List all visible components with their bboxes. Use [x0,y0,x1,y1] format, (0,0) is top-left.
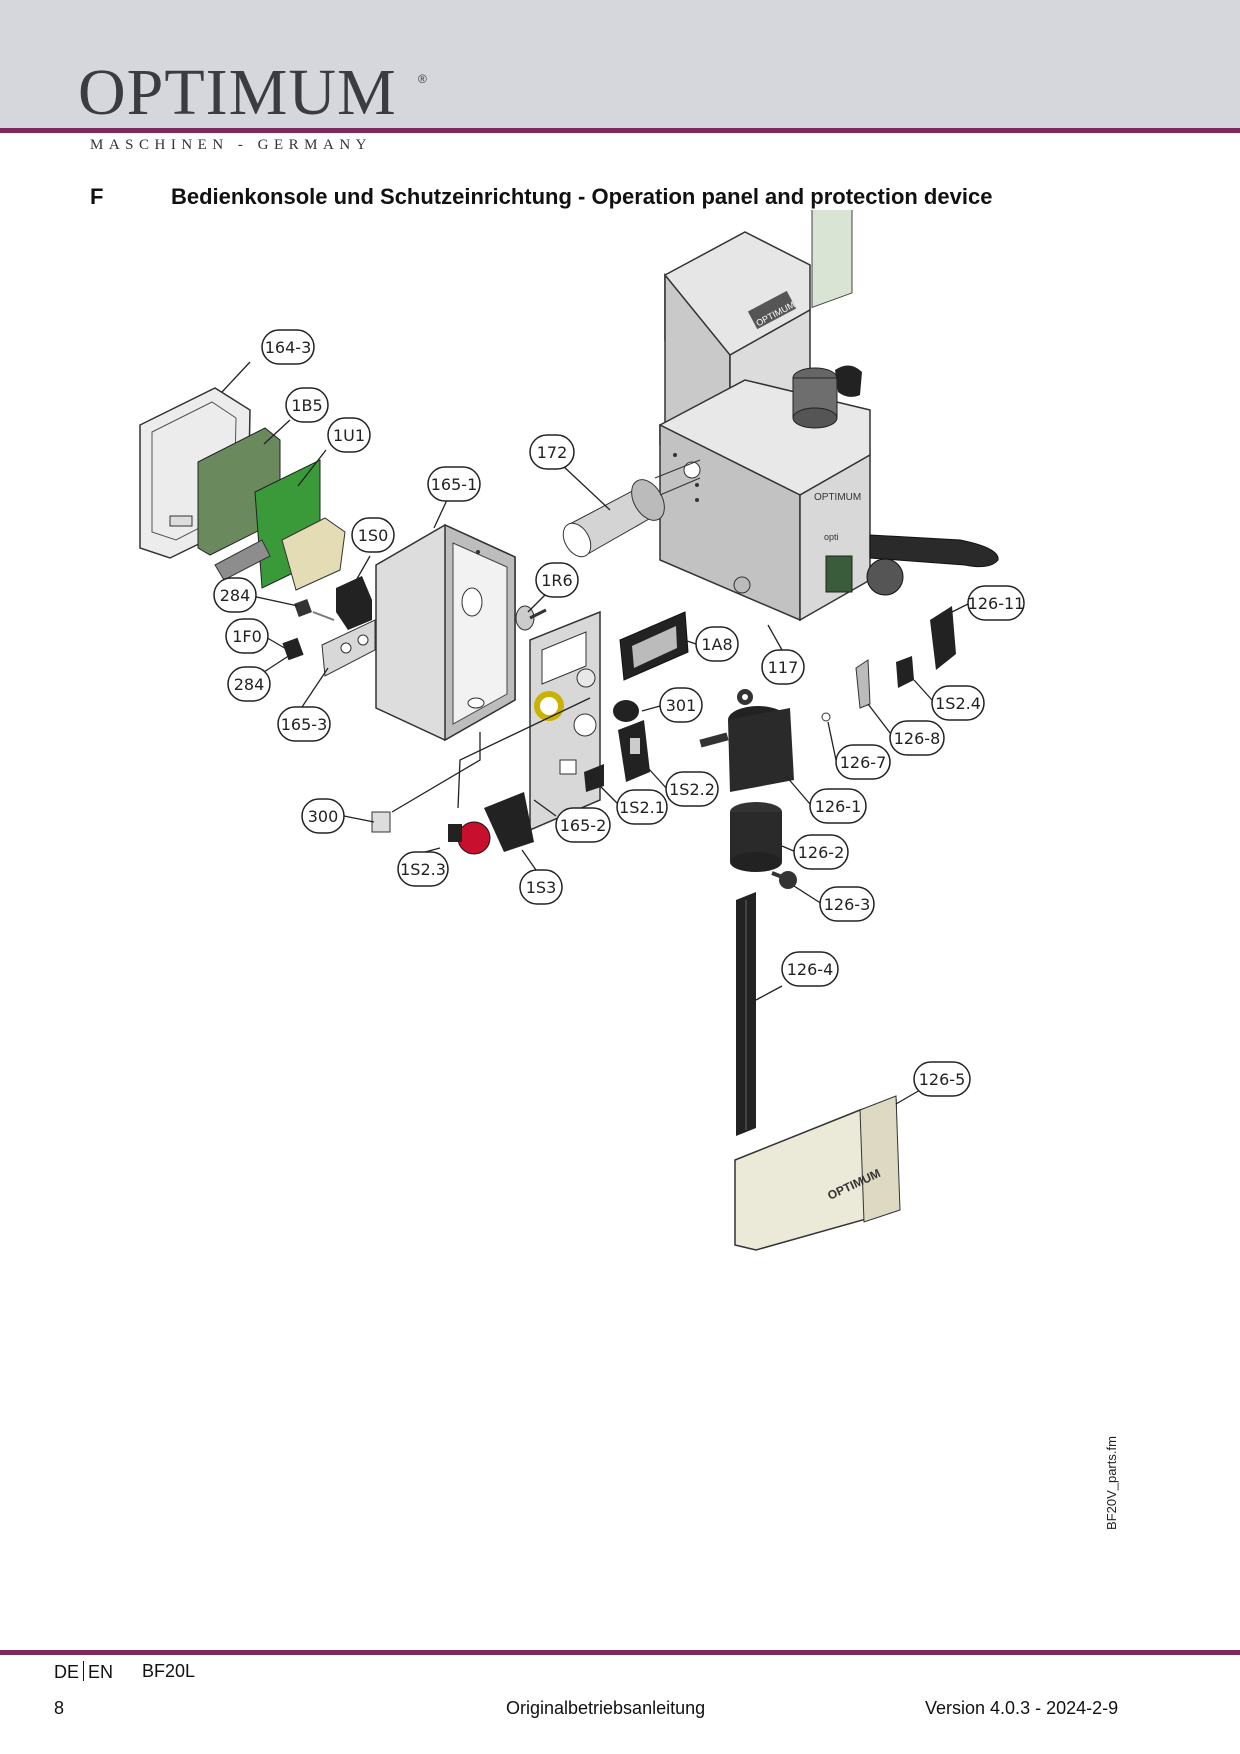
svg-text:301: 301 [666,696,697,715]
svg-text:126-4: 126-4 [787,960,834,979]
small-electrical-parts [282,576,376,677]
header-rule [0,128,1240,133]
svg-text:126-11: 126-11 [968,594,1025,613]
svg-text:1S2.3: 1S2.3 [400,860,446,879]
svg-text:1S2.4: 1S2.4 [935,694,981,713]
footer-languages: DE EN [54,1661,113,1683]
page-number: 8 [54,1698,65,1718]
svg-text:300: 300 [308,807,339,826]
callout-165-2: 165-2 [555,807,611,843]
callout-301: 301 [659,687,703,723]
svg-text:126-2: 126-2 [798,843,845,862]
pcb-parts [197,427,346,591]
lang-en: EN [88,1662,114,1682]
callout-165-3: 165-3 [277,706,331,742]
logo-tagline: MASCHINEN - GERMANY [90,137,373,153]
svg-text:164-3: 164-3 [265,338,312,357]
document-type: Originalbetriebsanleitung [506,1698,706,1718]
footer-model: BF20L [142,1661,196,1681]
exploded-parts-diagram: OPTIMUM OPTIMUM opti [139,210,1025,1251]
callout-126-4: 126-4 [781,951,839,987]
callout-284-top: 284 [213,577,257,613]
callout-1R6: 1R6 [535,562,579,598]
svg-text:165-3: 165-3 [281,715,328,734]
tube-part [562,459,701,558]
callout-1A8: 1A8 [695,626,739,662]
callout-126-2: 126-2 [793,834,849,870]
callout-284-bottom: 284 [227,666,271,702]
callout-126-1: 126-1 [809,788,867,824]
callout-126-7: 126-7 [835,744,891,780]
svg-text:1S2.1: 1S2.1 [619,798,665,817]
callout-1F0: 1F0 [225,618,269,654]
lang-separator [83,1661,85,1681]
svg-text:284: 284 [220,586,251,605]
enclosure-part [375,523,516,742]
section-title: Bedienkonsole und Schutzeinrichtung - Op… [171,184,993,209]
callout-172: 172 [529,434,575,470]
svg-text:117: 117 [768,658,799,677]
callout-1S0: 1S0 [351,517,395,553]
svg-text:1S3: 1S3 [526,878,557,897]
callout-1S2.1: 1S2.1 [616,789,668,825]
svg-text:172: 172 [537,443,568,462]
console-brand-label: OPTIMUM [814,492,861,503]
svg-text:1F0: 1F0 [232,627,262,646]
svg-text:126-3: 126-3 [824,895,871,914]
callout-117: 117 [761,649,805,685]
document-version: Version 4.0.3 - 2024-2-9 [925,1698,1119,1718]
callout-1U1: 1U1 [327,417,371,453]
svg-text:1A8: 1A8 [701,635,732,654]
logo-registered-mark: ® [418,72,427,86]
header-band [0,0,1240,128]
svg-text:1B5: 1B5 [291,396,322,415]
section-letter: F [90,184,104,209]
callout-164-3: 164-3 [261,329,315,365]
svg-text:284: 284 [234,675,265,694]
callout-1B5: 1B5 [285,387,329,423]
callout-165-1: 165-1 [427,466,481,502]
callout-126-11: 126-11 [967,585,1025,621]
front-panel-part [515,605,601,832]
callout-126-8: 126-8 [889,720,945,756]
callout-126-3: 126-3 [819,886,875,922]
callout-300: 300 [301,798,345,834]
svg-text:126-7: 126-7 [840,753,887,772]
svg-text:165-2: 165-2 [560,816,607,835]
lang-de: DE [54,1662,80,1682]
callout-1S2.2: 1S2.2 [665,771,719,807]
guard-assembly-parts: OPTIMUM [699,606,956,1251]
svg-text:1U1: 1U1 [333,426,365,445]
switch-parts [371,611,689,855]
callout-1S2.4: 1S2.4 [931,685,985,721]
svg-text:165-1: 165-1 [431,475,478,494]
svg-text:1R6: 1R6 [541,571,572,590]
callout-1S2.3: 1S2.3 [397,851,449,887]
footer-rule [0,1650,1240,1655]
svg-text:1S2.2: 1S2.2 [669,780,715,799]
callout-bubbles: 164-3 1B5 1U1 165-1 1S0 172 1R6 284 1F0 … [213,329,1025,1097]
svg-text:126-5: 126-5 [919,1070,966,1089]
callout-1S3: 1S3 [519,869,563,905]
console-sub-label: opti [824,532,839,542]
svg-text:126-8: 126-8 [894,729,941,748]
svg-text:126-1: 126-1 [815,797,862,816]
brand-logo: OPTIMUM [78,56,397,129]
callout-126-5: 126-5 [913,1061,971,1097]
source-filename: BF20V_parts.fm [1104,1436,1119,1530]
machine-head: OPTIMUM OPTIMUM opti [659,210,999,622]
svg-text:1S0: 1S0 [358,526,389,545]
